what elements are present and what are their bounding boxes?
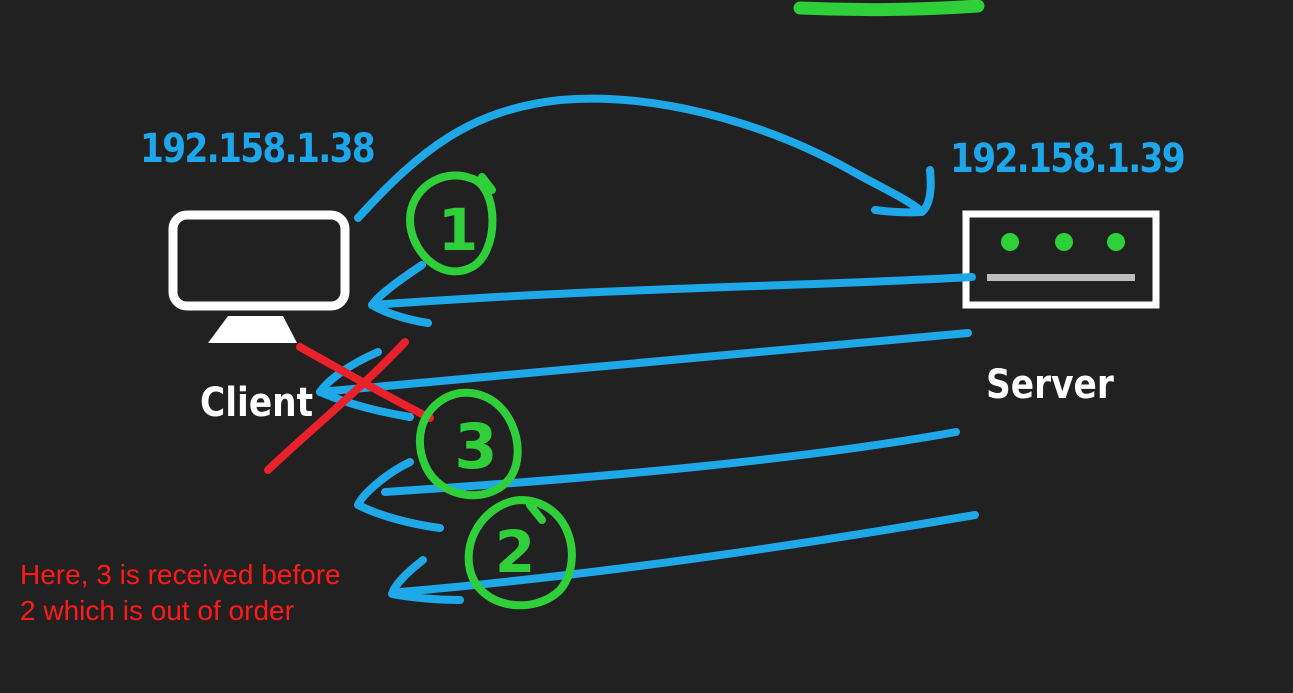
- packet-circle-1: [406, 171, 497, 276]
- packet-circle-3: [416, 388, 522, 500]
- packet-arrows: [316, 94, 979, 604]
- packet-number-3: 3: [454, 410, 497, 483]
- response-arrowhead-2: [316, 348, 414, 421]
- request-arrowhead: [871, 166, 935, 217]
- response-arrowhead-4: [388, 556, 464, 604]
- packet-circle-2: [464, 496, 576, 610]
- packet-number-2: 2: [495, 518, 535, 586]
- client-label: Client: [200, 380, 314, 426]
- out-of-order-note: Here, 3 is received before 2 which is ou…: [20, 557, 341, 629]
- packet-number-1: 1: [438, 196, 478, 264]
- response-arrow-1: [368, 273, 976, 309]
- response-arrow-2: [316, 329, 972, 396]
- request-arrow: [354, 94, 924, 222]
- response-arrow-4: [396, 511, 979, 596]
- packet-numbers: 1 3 2: [438, 196, 535, 586]
- note-line-1: Here, 3 is received before: [20, 559, 341, 590]
- top-green-mark: [793, 0, 985, 17]
- monitor-icon: [168, 210, 350, 343]
- server-icon: [962, 210, 1160, 309]
- server-ip: 192.158.1.39: [950, 136, 1186, 182]
- client-ip: 192.158.1.38: [140, 126, 376, 172]
- server-label: Server: [986, 362, 1114, 408]
- note-line-2: 2 which is out of order: [20, 595, 294, 626]
- response-arrowhead-1: [368, 261, 432, 327]
- response-arrowhead-3: [354, 458, 444, 532]
- response-arrow-3: [381, 428, 960, 496]
- lost-packet-cross: [264, 338, 434, 474]
- packet-circles: [406, 171, 576, 610]
